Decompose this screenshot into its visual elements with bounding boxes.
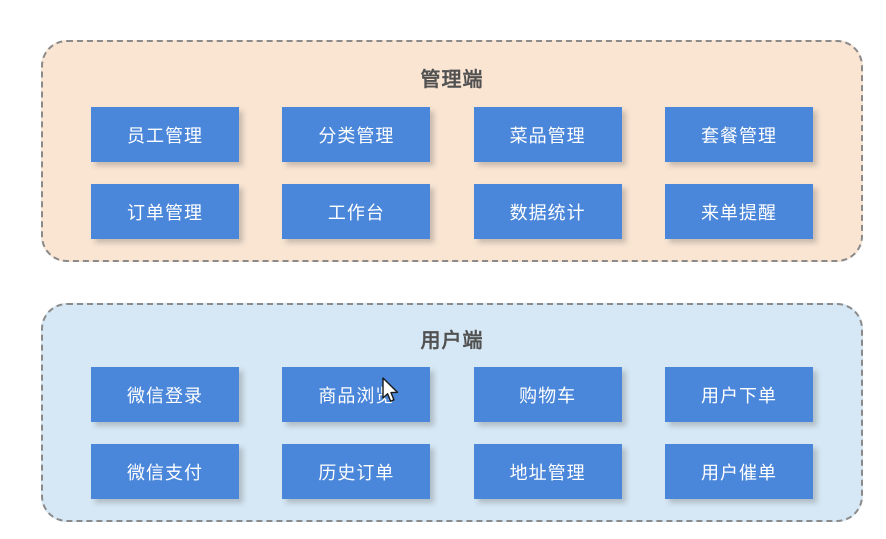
- panel-admin-node-grid: 员工管理 分类管理 菜品管理 套餐管理 订单管理 工作台 数据统计 来单提醒: [91, 107, 813, 239]
- node-user-wechat-login[interactable]: 微信登录: [91, 367, 239, 422]
- panel-admin: 管理端 员工管理 分类管理 菜品管理 套餐管理 订单管理 工作台 数据统计 来单…: [41, 40, 863, 262]
- node-user-address-management[interactable]: 地址管理: [473, 444, 622, 499]
- node-admin-order-reminder[interactable]: 来单提醒: [664, 184, 813, 239]
- panel-user: 用户端 微信登录 商品浏览 购物车 用户下单 微信支付 历史订单 地址管理 用户…: [41, 303, 863, 522]
- node-admin-order-management[interactable]: 订单管理: [91, 184, 239, 239]
- panel-admin-title: 管理端: [420, 69, 484, 91]
- node-admin-workbench[interactable]: 工作台: [282, 184, 431, 239]
- node-admin-data-statistics[interactable]: 数据统计: [473, 184, 622, 239]
- node-admin-employee-management[interactable]: 员工管理: [91, 107, 239, 162]
- panel-user-title: 用户端: [420, 330, 484, 352]
- node-user-order-urging[interactable]: 用户催单: [664, 444, 813, 499]
- node-user-order-history[interactable]: 历史订单: [282, 444, 431, 499]
- node-user-wechat-pay[interactable]: 微信支付: [91, 444, 239, 499]
- node-admin-dish-management[interactable]: 菜品管理: [473, 107, 622, 162]
- panel-user-node-grid: 微信登录 商品浏览 购物车 用户下单 微信支付 历史订单 地址管理 用户催单: [91, 367, 813, 499]
- node-user-place-order[interactable]: 用户下单: [664, 367, 813, 422]
- node-user-shopping-cart[interactable]: 购物车: [473, 367, 622, 422]
- node-admin-category-management[interactable]: 分类管理: [282, 107, 431, 162]
- node-user-product-browse[interactable]: 商品浏览: [282, 367, 431, 422]
- node-admin-setmeal-management[interactable]: 套餐管理: [664, 107, 813, 162]
